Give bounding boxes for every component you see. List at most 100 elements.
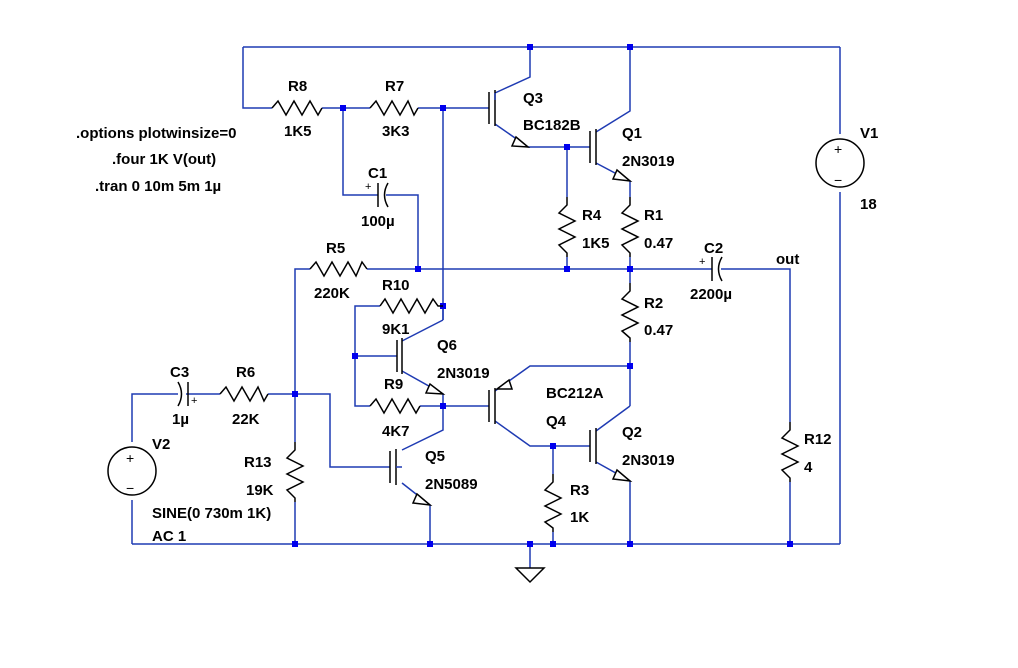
r7-value: 3K3 (382, 123, 410, 140)
transistor-q2 (589, 428, 633, 483)
directive-options: .options plotwinsize=0 (76, 125, 236, 142)
junction-dot (564, 266, 570, 272)
transistor-symbols (389, 90, 633, 507)
v1-plus: + (834, 141, 842, 157)
capacitor-c3-curved-plate (177, 381, 183, 407)
wire-out (721, 268, 791, 422)
c1-name: C1 (368, 165, 387, 182)
v2-name: V2 (152, 436, 170, 453)
junction-dot (415, 266, 421, 272)
capacitor-c1-curved-plate (383, 182, 389, 208)
resistor-r13 (285, 442, 305, 502)
net-label-out: out (776, 251, 799, 268)
r9-value: 4K7 (382, 423, 410, 440)
v1-value: 18 (860, 196, 877, 213)
c3-value: 1µ (172, 411, 189, 428)
junction-dot (427, 541, 433, 547)
resistor-r7 (369, 99, 419, 117)
q5-name: Q5 (425, 448, 445, 465)
junctions (292, 44, 793, 547)
junction-dot (550, 541, 556, 547)
wire-c1-left (342, 108, 378, 196)
v2-plus: + (126, 450, 134, 466)
r4-name: R4 (582, 207, 602, 224)
c2-value: 2200µ (690, 286, 732, 303)
junction-dot (564, 144, 570, 150)
wire-q1-collector (595, 47, 631, 133)
c1-value: 100µ (361, 213, 395, 230)
r5-value: 220K (314, 285, 350, 302)
wire-r5-left (294, 268, 310, 442)
v2-minus: − (126, 480, 134, 496)
junction-dot (550, 443, 556, 449)
transistor-q1 (589, 129, 633, 183)
q4-name: Q4 (546, 413, 567, 430)
transistor-q5 (389, 449, 433, 507)
resistor-r2 (620, 283, 640, 342)
wire-c1-right (386, 194, 419, 269)
r1-name: R1 (644, 207, 663, 224)
junction-dot (440, 403, 446, 409)
resistor-r10 (379, 297, 443, 315)
wire-q4-collector (494, 420, 590, 447)
v1-minus: − (834, 172, 842, 188)
resistor-r9 (369, 397, 421, 415)
junction-dot (627, 44, 633, 50)
voltage-source-v1: + − (815, 138, 865, 188)
r9-name: R9 (384, 376, 403, 393)
r2-value: 0.47 (644, 322, 673, 339)
junction-dot (527, 541, 533, 547)
r6-value: 22K (232, 411, 260, 428)
v2-value-line1: SINE(0 730m 1K) (152, 505, 271, 522)
resistor-r8 (271, 99, 323, 117)
junction-dot (352, 353, 358, 359)
r10-value: 9K1 (382, 321, 410, 338)
c2-polarity: + (699, 256, 705, 268)
wire-q5-base (295, 393, 390, 468)
r2-name: R2 (644, 295, 663, 312)
junction-dot (627, 363, 633, 369)
transistor-q4 (488, 378, 514, 424)
r1-value: 0.47 (644, 235, 673, 252)
junction-dot (527, 44, 533, 50)
q3-model: BC182B (523, 117, 581, 134)
r5-name: R5 (326, 240, 345, 257)
r12-value: 4 (804, 459, 813, 476)
junction-dot (787, 541, 793, 547)
wires (131, 46, 841, 568)
junction-dot (292, 541, 298, 547)
r8-value: 1K5 (284, 123, 312, 140)
directive-four: .four 1K V(out) (112, 151, 216, 168)
q3-name: Q3 (523, 90, 543, 107)
resistor-r1 (620, 197, 640, 257)
resistor-symbols (219, 99, 800, 532)
q2-name: Q2 (622, 424, 642, 441)
junction-dot (340, 105, 346, 111)
wire-q2-collector (595, 405, 631, 432)
junction-dot (627, 541, 633, 547)
r4-value: 1K5 (582, 235, 610, 252)
r13-name: R13 (244, 454, 272, 471)
transistor-leads (396, 93, 496, 468)
wire-top-left (242, 47, 272, 109)
wire-q2-emitter (595, 461, 631, 544)
v1-name: V1 (860, 125, 878, 142)
q6-model: 2N3019 (437, 365, 490, 382)
labels: .options plotwinsize=0 .four 1K V(out) .… (76, 78, 878, 545)
resistor-r12 (780, 422, 800, 482)
junction-dot (627, 266, 633, 272)
r6-name: R6 (236, 364, 255, 381)
directive-tran: .tran 0 10m 5m 1µ (95, 178, 221, 195)
r10-name: R10 (382, 277, 410, 294)
q1-model: 2N3019 (622, 153, 675, 170)
wire-v2-top (131, 393, 178, 442)
junction-dot (440, 105, 446, 111)
v2-value-line2: AC 1 (152, 528, 186, 545)
r12-name: R12 (804, 431, 832, 448)
r3-value: 1K (570, 509, 589, 526)
q1-name: Q1 (622, 125, 642, 142)
wire-q5-collector (401, 406, 444, 451)
c2-name: C2 (704, 240, 723, 257)
q2-model: 2N3019 (622, 452, 675, 469)
